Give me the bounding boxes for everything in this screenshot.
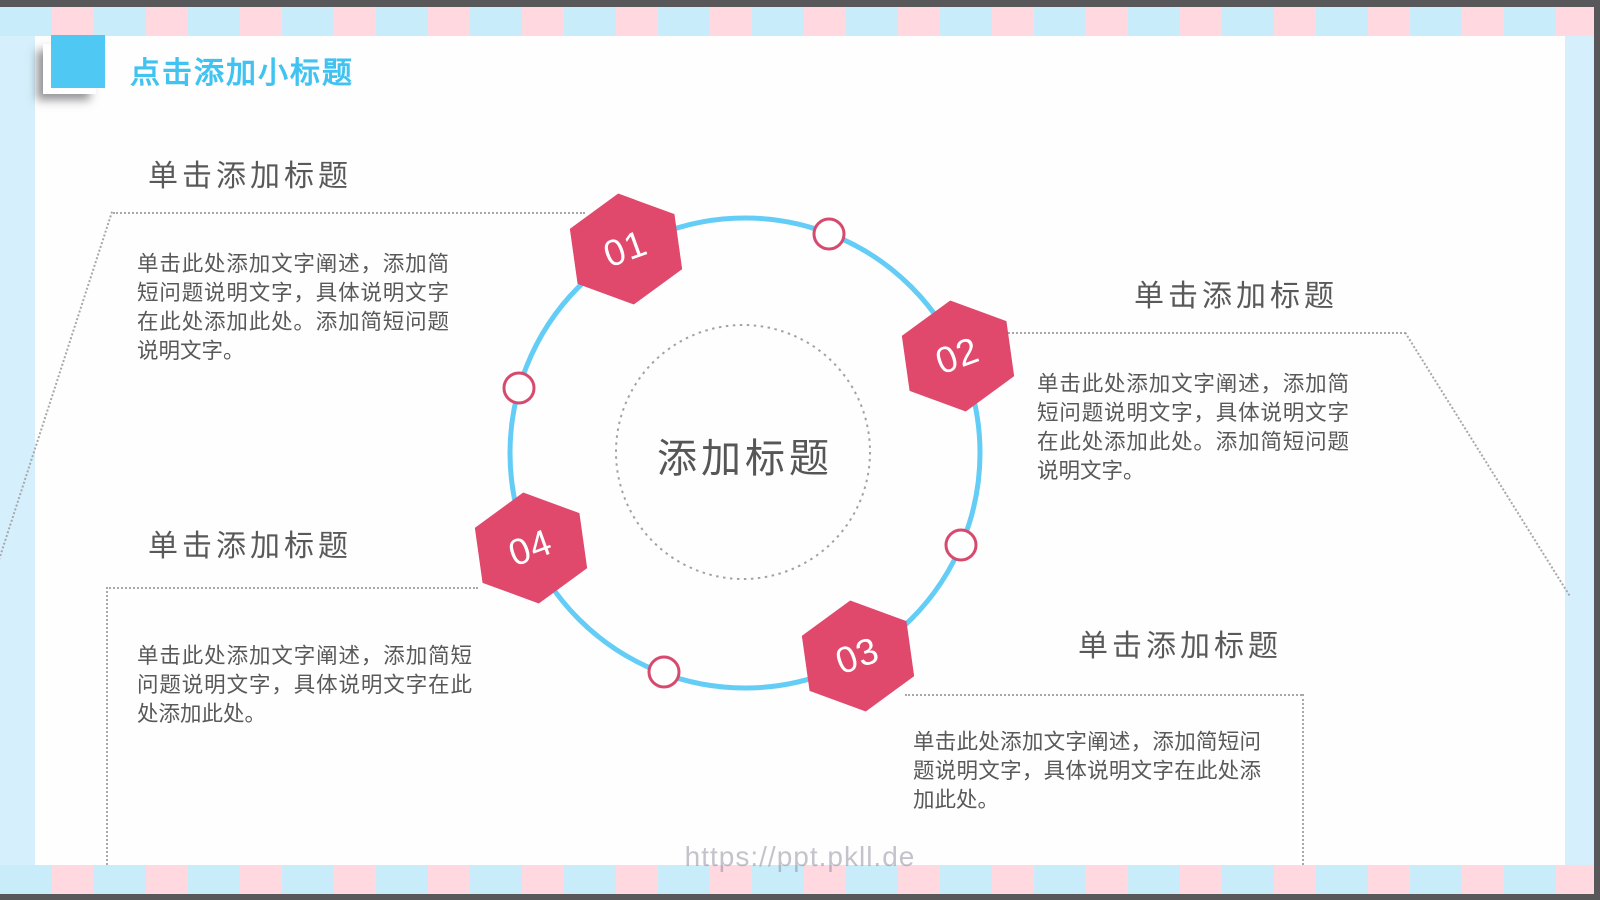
section4-line-vertical [106,587,108,865]
page-title[interactable]: 点击添加小标题 [130,57,354,90]
section3-line-vertical [1302,694,1304,865]
bottom-stripe-band [0,865,1594,894]
diagram-center-title[interactable]: 添加标题 [657,437,833,481]
top-stripe-band [0,7,1594,36]
node-dot-bottom [647,655,681,689]
left-border [0,36,35,865]
section2-body[interactable]: 单击此处添加文字阐述，添加简短问题说明文字，具体说明文字在此处添加此处。添加简短… [1037,372,1349,483]
section3-heading[interactable]: 单击添加标题 [1078,630,1282,663]
node-dot-top [812,217,846,251]
process-circle-diagram [502,215,983,691]
hexagon-step-1-number: 01 [598,221,654,276]
section4-body[interactable]: 单击此处添加文字阐述，添加简短问题说明文字，具体说明文字在此处添加此处。 [137,644,472,726]
section2-line-horizontal [1005,332,1406,334]
node-dot-right [944,528,978,562]
section3-line-horizontal [905,694,1302,696]
watermark-url: https://ppt.pkll.de [684,841,916,872]
title-square-accent [51,35,105,88]
right-border [1565,36,1594,865]
inner-dashed-circle [615,324,871,580]
slide-surface [35,36,1565,865]
hexagon-step-3-number: 03 [830,628,886,683]
outer-ring-circle [507,215,983,691]
section1-heading[interactable]: 单击添加标题 [148,160,352,193]
node-dot-left [502,371,536,405]
section3-body[interactable]: 单击此处添加文字阐述，添加简短问题说明文字，具体说明文字在此处添加此处。 [913,730,1261,812]
section1-body[interactable]: 单击此处添加文字阐述，添加简短问题说明文字，具体说明文字在此处添加此处。添加简短… [137,252,449,363]
section4-line-horizontal [106,587,478,589]
hexagon-step-2-number: 02 [930,328,986,383]
section1-line-horizontal [113,212,585,214]
section4-heading[interactable]: 单击添加标题 [148,530,352,563]
hexagon-step-4-number: 04 [503,520,559,575]
section2-heading[interactable]: 单击添加标题 [1134,280,1338,313]
